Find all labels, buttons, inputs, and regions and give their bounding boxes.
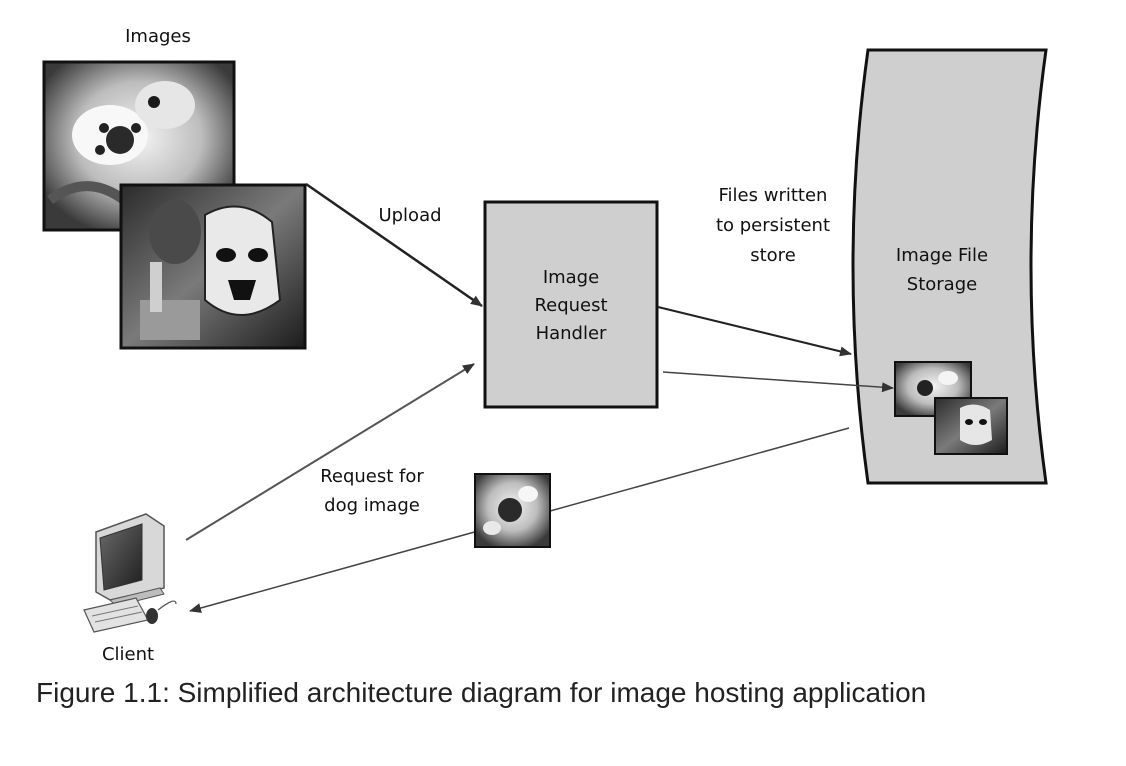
handler-label-line1: Image <box>543 267 599 288</box>
stored-stormtrooper-thumbnail <box>934 397 1008 455</box>
files-written-arrow <box>657 306 852 357</box>
request-label-line1: Request for <box>320 466 424 487</box>
handler-label-line2: Request <box>534 295 607 316</box>
images-label: Images <box>125 26 191 47</box>
files-written-label-line1: Files written <box>719 185 828 206</box>
architecture-diagram: Images Image Request Handler Image File … <box>42 26 1048 665</box>
files-written-label-line2: to persistent <box>716 215 830 236</box>
desktop-computer-icon <box>83 513 177 633</box>
figure-caption: Figure 1.1: Simplified architecture diag… <box>36 677 927 708</box>
image-request-handler-box: Image Request Handler <box>483 200 659 409</box>
storage-label-line1: Image File <box>896 245 988 266</box>
files-written-label-line3: store <box>750 245 796 266</box>
request-label-line2: dog image <box>324 495 420 516</box>
stormtrooper-photo-image <box>119 183 307 350</box>
upload-label: Upload <box>378 205 441 226</box>
client-label: Client <box>102 644 154 665</box>
handler-to-storage-arrow <box>662 371 894 393</box>
handler-label-line3: Handler <box>536 323 607 344</box>
request-arrow <box>185 363 475 541</box>
response-dog-thumbnail <box>474 473 551 548</box>
storage-label-line2: Storage <box>907 274 977 295</box>
upload-arrow <box>305 182 483 308</box>
